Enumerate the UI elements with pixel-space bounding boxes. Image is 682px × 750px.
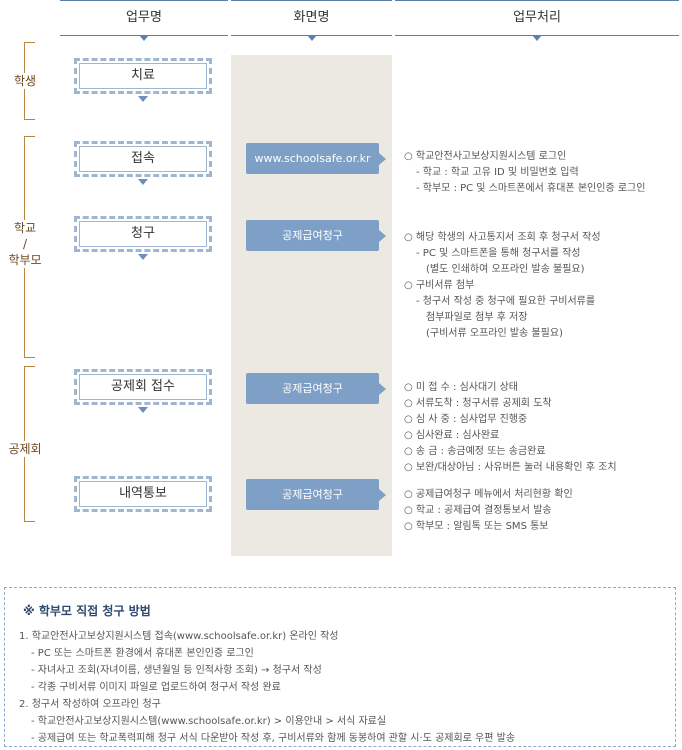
process-line: ○ 구비서류 첨부 bbox=[404, 280, 475, 291]
task-treatment: 치료 bbox=[74, 58, 212, 94]
screen-column-background bbox=[231, 55, 392, 556]
note-line: - 자녀사고 조회(자녀이름, 생년월일 등 인적사항 조회) → 청구서 작성 bbox=[31, 665, 322, 676]
group-label-student: 학생 bbox=[2, 73, 48, 89]
task-treatment-arrow bbox=[138, 96, 148, 102]
header-screen-label: 화면명 bbox=[293, 10, 330, 25]
process-line: - 학부모 : PC 및 스마트폰에서 휴대폰 본인인증 로그인 bbox=[416, 183, 646, 194]
process-line: 첨부파일로 첨부 후 저장 bbox=[426, 312, 528, 323]
note-line: - 각종 구비서류 이미지 파일로 업로드하여 청구서 작성 완료 bbox=[31, 682, 281, 693]
screen-notice-button[interactable]: 공제급여청구 bbox=[246, 479, 386, 510]
process-line: ○ 해당 학생의 사고통지서 조회 후 청구서 작성 bbox=[404, 232, 601, 243]
process-line: ○ 미 접 수 : 심사대기 상태 bbox=[404, 382, 518, 393]
process-claim: ○ 해당 학생의 사고통지서 조회 후 청구서 작성 - PC 및 스마트폰을 … bbox=[404, 230, 680, 342]
process-line: ○ 송 금 : 송금예정 또는 송금완료 bbox=[404, 446, 546, 457]
task-claim-arrow bbox=[138, 254, 148, 260]
process-line: - 청구서 작성 중 청구에 필요한 구비서류를 bbox=[416, 296, 596, 307]
task-claim: 청구 bbox=[74, 216, 212, 252]
screen-claim-button[interactable]: 공제급여청구 bbox=[246, 220, 386, 251]
note-line: - PC 또는 스마트폰 환경에서 휴대폰 본인인증 로그인 bbox=[31, 648, 254, 659]
process-line: ○ 심 사 중 : 심사업무 진행중 bbox=[404, 414, 528, 425]
screen-connect-button[interactable]: www.schoolsafe.or.kr bbox=[246, 143, 386, 174]
note-line: - 학교안전사고보상지원시스템(www.schoolsafe.or.kr) > … bbox=[31, 716, 387, 727]
note-line: 1. 학교안전사고보상지원시스템 접속(www.schoolsafe.or.kr… bbox=[19, 631, 339, 642]
header-screen-arrow bbox=[307, 35, 317, 41]
header-process-arrow bbox=[532, 35, 542, 41]
process-line: ○ 보완/대상아님 : 사유버튼 눌러 내용확인 후 조치 bbox=[404, 462, 617, 473]
group-label-school-parent: 학교 / 학부모 bbox=[2, 220, 48, 268]
header-task-label: 업무명 bbox=[126, 10, 162, 25]
process-connect: ○ 학교안전사고보상지원시스템 로그인 - 학교 : 학교 고유 ID 및 비밀… bbox=[404, 149, 680, 197]
process-line: ○ 서류도착 : 청구서류 공제회 도착 bbox=[404, 398, 552, 409]
process-notice: ○ 공제급여청구 메뉴에서 처리현황 확인 ○ 학교 : 공제급여 결정통보서 … bbox=[404, 487, 680, 535]
screen-receipt-button[interactable]: 공제급여청구 bbox=[246, 373, 386, 404]
note-title: ※ 학부모 직접 청구 방법 bbox=[23, 604, 151, 618]
note-lines: 1. 학교안전사고보상지원시스템 접속(www.schoolsafe.or.kr… bbox=[19, 628, 515, 747]
task-connect-arrow bbox=[138, 179, 148, 185]
header-screen: 화면명 bbox=[231, 0, 392, 36]
header-task: 업무명 bbox=[60, 0, 228, 36]
process-receipt: ○ 미 접 수 : 심사대기 상태 ○ 서류도착 : 청구서류 공제회 도착 ○… bbox=[404, 380, 680, 476]
group-label-association: 공제회 bbox=[2, 441, 48, 457]
task-notice: 내역통보 bbox=[74, 476, 212, 512]
process-line: ○ 학교안전사고보상지원시스템 로그인 bbox=[404, 151, 567, 162]
task-receipt-arrow bbox=[138, 407, 148, 413]
header-process: 업무처리 bbox=[395, 0, 679, 36]
process-line: ○ 학교 : 공제급여 결정통보서 발송 bbox=[404, 505, 552, 516]
process-line: ○ 학부모 : 알림톡 또는 SMS 통보 bbox=[404, 521, 549, 532]
parent-claim-note: ※ 학부모 직접 청구 방법 1. 학교안전사고보상지원시스템 접속(www.s… bbox=[4, 587, 676, 747]
note-line: - 공제급여 또는 학교폭력피해 청구 서식 다운받아 작성 후, 구비서류와 … bbox=[31, 733, 516, 744]
header-process-label: 업무처리 bbox=[513, 10, 561, 25]
note-line: 2. 청구서 작성하여 오프라인 청구 bbox=[19, 699, 161, 710]
process-line: (별도 인쇄하여 오프라인 발송 불필요) bbox=[426, 264, 585, 275]
process-line: - PC 및 스마트폰을 통해 청구서를 작성 bbox=[416, 248, 581, 259]
process-line: ○ 공제급여청구 메뉴에서 처리현황 확인 bbox=[404, 489, 573, 500]
header-task-arrow bbox=[139, 35, 149, 41]
task-connect: 접속 bbox=[74, 141, 212, 177]
process-line: - 학교 : 학교 고유 ID 및 비밀번호 입력 bbox=[416, 167, 579, 178]
task-receipt: 공제회 접수 bbox=[74, 369, 212, 405]
process-line: (구비서류 오프라인 발송 불필요) bbox=[426, 328, 563, 339]
process-line: ○ 심사완료 : 심사완료 bbox=[404, 430, 500, 441]
